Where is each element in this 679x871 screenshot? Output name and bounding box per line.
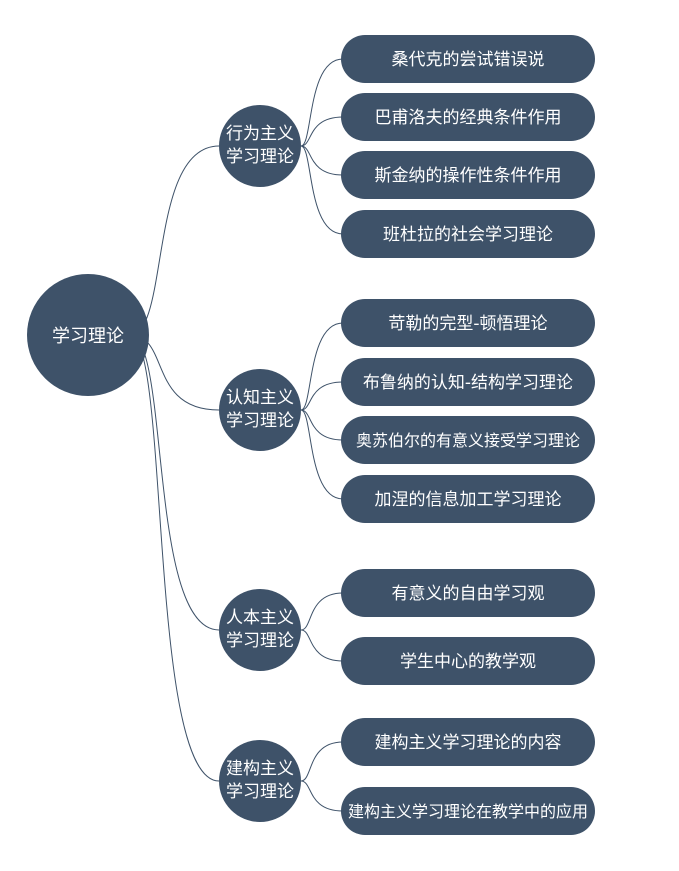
leaf-label: 有意义的自由学习观 bbox=[392, 584, 545, 604]
leaf-label: 斯金纳的操作性条件作用 bbox=[375, 166, 562, 186]
branch-to-leaf-line bbox=[300, 116, 344, 147]
branch-to-leaf-line bbox=[300, 409, 344, 500]
branch-label-line2: 学习理论 bbox=[226, 147, 294, 167]
leaf-node[interactable]: 布鲁纳的认知-结构学习理论 bbox=[341, 358, 595, 406]
branch-label-line1: 认知主义 bbox=[226, 388, 294, 408]
leaf-node[interactable]: 苛勒的完型-顿悟理论 bbox=[341, 299, 595, 347]
root-node[interactable]: 学习理论 bbox=[27, 274, 149, 396]
leaf-label: 建构主义学习理论在教学中的应用 bbox=[348, 802, 588, 821]
leaf-node[interactable]: 班杜拉的社会学习理论 bbox=[341, 210, 595, 258]
branch-to-leaf-line bbox=[300, 629, 344, 662]
branch-node-humanism[interactable]: 人本主义 学习理论 bbox=[219, 589, 301, 671]
leaf-label: 建构主义学习理论的内容 bbox=[375, 733, 562, 753]
branch-label-line2: 学习理论 bbox=[226, 631, 294, 651]
branch-node-constructivism[interactable]: 建构主义 学习理论 bbox=[219, 740, 301, 822]
leaf-node[interactable]: 奥苏伯尔的有意义接受学习理论 bbox=[341, 416, 595, 464]
root-label: 学习理论 bbox=[52, 326, 124, 347]
branch-to-leaf-line bbox=[300, 381, 344, 411]
leaf-label: 布鲁纳的认知-结构学习理论 bbox=[363, 373, 573, 393]
branch-to-leaf-line bbox=[300, 322, 344, 411]
branch-to-leaf-line bbox=[300, 145, 344, 235]
branch-node-cognitivism[interactable]: 认知主义 学习理论 bbox=[219, 369, 301, 451]
branch-label-line1: 建构主义 bbox=[226, 759, 294, 779]
leaf-label: 加涅的信息加工学习理论 bbox=[375, 490, 562, 510]
root-to-branch-line bbox=[129, 334, 220, 631]
branch-label-line2: 学习理论 bbox=[226, 411, 294, 431]
leaf-label: 巴甫洛夫的经典条件作用 bbox=[375, 108, 562, 128]
leaf-node[interactable]: 斯金纳的操作性条件作用 bbox=[341, 151, 595, 199]
branch-to-leaf-line bbox=[300, 780, 344, 812]
leaf-node[interactable]: 巴甫洛夫的经典条件作用 bbox=[341, 93, 595, 141]
branch-to-leaf-line bbox=[300, 592, 344, 631]
leaf-node[interactable]: 学生中心的教学观 bbox=[341, 637, 595, 685]
branch-node-behaviorism[interactable]: 行为主义 学习理论 bbox=[219, 105, 301, 187]
leaf-label: 班杜拉的社会学习理论 bbox=[383, 225, 553, 245]
branch-label-line1: 行为主义 bbox=[226, 124, 294, 144]
leaf-label: 苛勒的完型-顿悟理论 bbox=[388, 314, 547, 334]
root-to-branch-line bbox=[129, 145, 220, 336]
branch-to-leaf-line bbox=[300, 741, 344, 782]
branch-label-line2: 学习理论 bbox=[226, 782, 294, 802]
leaf-label: 学生中心的教学观 bbox=[400, 652, 536, 672]
branch-to-leaf-line bbox=[300, 409, 344, 441]
branch-label-line1: 人本主义 bbox=[226, 608, 294, 628]
leaf-label: 桑代克的尝试错误说 bbox=[392, 50, 545, 70]
leaf-node[interactable]: 建构主义学习理论在教学中的应用 bbox=[341, 787, 595, 835]
leaf-node[interactable]: 建构主义学习理论的内容 bbox=[341, 718, 595, 766]
leaf-label: 奥苏伯尔的有意义接受学习理论 bbox=[356, 431, 580, 450]
leaf-node[interactable]: 有意义的自由学习观 bbox=[341, 569, 595, 617]
branch-to-leaf-line bbox=[300, 58, 344, 147]
branch-to-leaf-line bbox=[300, 145, 344, 176]
leaf-node[interactable]: 加涅的信息加工学习理论 bbox=[341, 475, 595, 523]
leaf-node[interactable]: 桑代克的尝试错误说 bbox=[341, 35, 595, 83]
